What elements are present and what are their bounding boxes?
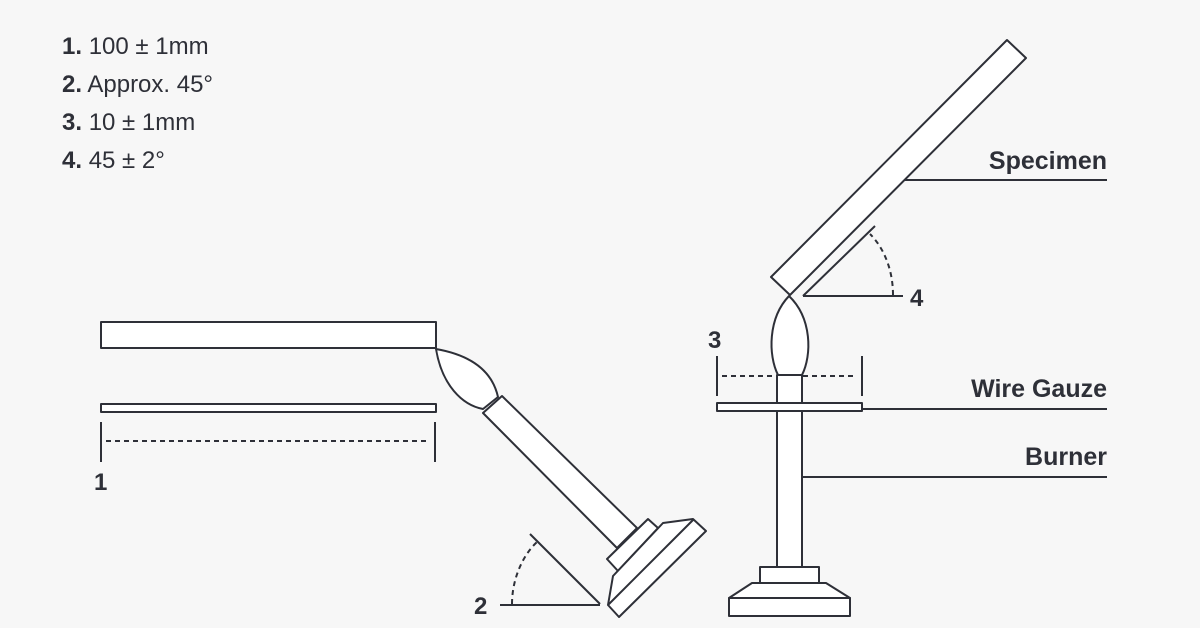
angle-4: 4 <box>802 225 924 312</box>
legend-item-4: 4. 45 ± 2° <box>62 147 165 174</box>
svg-text:1: 1 <box>94 469 107 496</box>
dimension-legend: 1. 100 ± 1mm 2. Approx. 45° 3. 10 ± 1mm … <box>62 28 213 180</box>
left-wire-gauze <box>100 403 437 413</box>
left-specimen <box>100 321 437 349</box>
left-flame <box>435 348 499 410</box>
right-burner-base <box>728 597 851 617</box>
right-setup: Specimen 4 3 Wire Gauze Burner <box>708 39 1107 617</box>
right-wire-gauze <box>716 402 863 412</box>
wire-gauze-label: Wire Gauze <box>971 375 1107 403</box>
right-burner-base-top <box>728 582 851 599</box>
right-flame <box>770 295 810 376</box>
right-specimen <box>770 39 1027 296</box>
legend-item-2: 2. Approx. 45° <box>62 71 214 98</box>
right-burner-collar <box>759 566 820 584</box>
svg-text:2: 2 <box>474 593 487 620</box>
left-setup: 1 2 <box>94 321 707 620</box>
legend-item-1: 1. 100 ± 1mm <box>62 33 209 60</box>
legend-item-3: 3. 10 ± 1mm <box>62 109 196 136</box>
burner-label: Burner <box>1025 443 1107 471</box>
angle-2: 2 <box>474 533 601 620</box>
left-burner-tube <box>482 395 638 549</box>
dimension-1: 1 <box>94 422 436 496</box>
svg-text:3: 3 <box>708 327 721 354</box>
svg-text:4: 4 <box>910 285 924 312</box>
specimen-label: Specimen <box>989 147 1107 175</box>
